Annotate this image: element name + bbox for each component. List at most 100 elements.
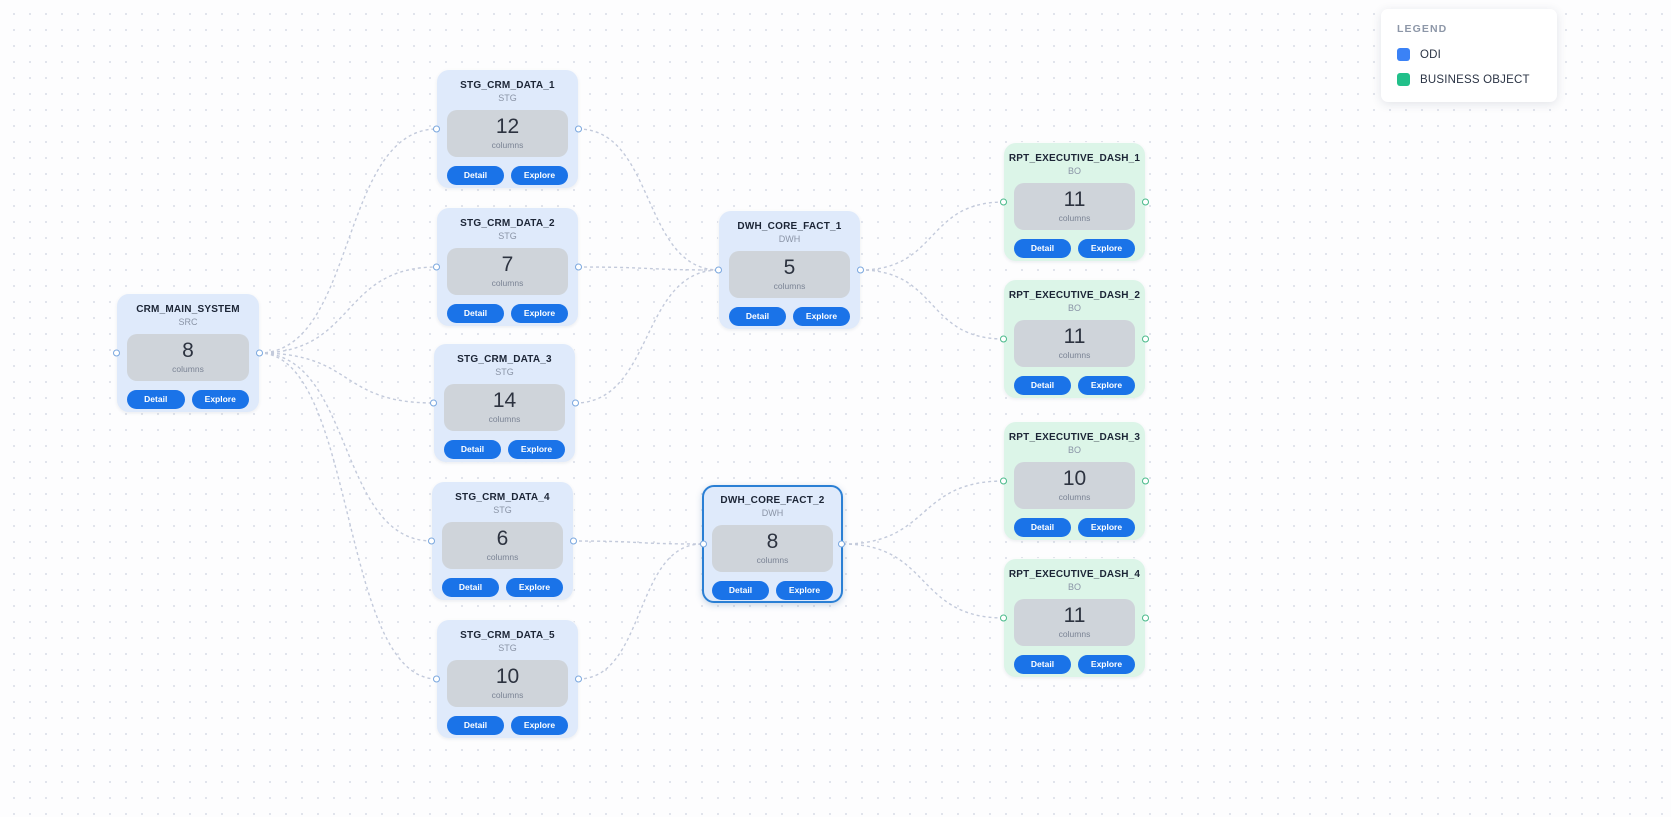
edge-stg-crm-data-5-to-dwh-core-fact-2: [577, 543, 703, 680]
edge-stg-crm-data-2-to-dwh-core-fact-1: [577, 266, 720, 271]
explore-button[interactable]: Explore: [511, 304, 568, 324]
node-input-handle[interactable]: [433, 263, 440, 271]
column-count-value: 10: [495, 665, 520, 688]
explore-button[interactable]: Explore: [1078, 518, 1135, 538]
node-output-handle[interactable]: [572, 399, 579, 407]
column-count-label: columns: [486, 552, 519, 563]
legend-item-label: ODI: [1420, 48, 1442, 61]
node-input-handle[interactable]: [700, 540, 707, 548]
node-input-handle[interactable]: [1000, 614, 1007, 622]
column-count-value: 8: [766, 530, 779, 553]
column-count-label: columns: [491, 278, 524, 289]
legend-item-label: BUSINESS OBJECT: [1420, 73, 1530, 86]
node-type-label: STG: [498, 231, 517, 241]
detail-button[interactable]: Detail: [127, 390, 185, 410]
edge-dwh-core-fact-2-to-rpt-executive-dash-4: [842, 543, 1005, 619]
edge-dwh-core-fact-2-to-rpt-executive-dash-3: [842, 480, 1005, 545]
explore-button[interactable]: Explore: [508, 440, 565, 460]
explore-button[interactable]: Explore: [511, 716, 568, 736]
node-title: DWH_CORE_FACT_2: [720, 495, 825, 506]
detail-button[interactable]: Detail: [1014, 655, 1071, 675]
detail-button[interactable]: Detail: [447, 716, 504, 736]
edge-crm-main-system-to-stg-crm-data-1: [258, 128, 438, 354]
column-count-label: columns: [1058, 492, 1091, 503]
node-title: STG_CRM_DATA_3: [457, 354, 552, 365]
node-output-handle[interactable]: [256, 349, 263, 357]
node-output-handle[interactable]: [857, 266, 864, 274]
detail-button[interactable]: Detail: [447, 304, 504, 324]
node-input-handle[interactable]: [1000, 335, 1007, 343]
detail-button[interactable]: Detail: [729, 307, 786, 327]
detail-button[interactable]: Detail: [444, 440, 501, 460]
node-output-handle[interactable]: [838, 540, 845, 548]
explore-button[interactable]: Explore: [793, 307, 850, 327]
node-output-handle[interactable]: [575, 263, 582, 271]
column-count-label: columns: [1058, 629, 1091, 640]
node-actions: Detail Explore: [127, 390, 249, 410]
node-input-handle[interactable]: [1000, 198, 1007, 206]
node-input-handle[interactable]: [433, 125, 440, 133]
node-input-handle[interactable]: [433, 675, 440, 683]
explore-button[interactable]: Explore: [511, 166, 568, 186]
node-title: STG_CRM_DATA_1: [460, 80, 555, 91]
node-output-handle[interactable]: [575, 675, 582, 683]
explore-button[interactable]: Explore: [1078, 655, 1135, 675]
node-input-handle[interactable]: [715, 266, 722, 274]
node-title: RPT_EXECUTIVE_DASH_1: [1008, 153, 1141, 164]
node-actions: Detail Explore: [447, 166, 568, 186]
node-actions: Detail Explore: [712, 581, 833, 601]
legend-swatch-icon: [1397, 73, 1410, 86]
node-title: STG_CRM_DATA_5: [460, 630, 555, 641]
explore-button[interactable]: Explore: [776, 581, 833, 601]
node-input-handle[interactable]: [1000, 477, 1007, 485]
detail-button[interactable]: Detail: [1014, 376, 1071, 396]
explore-button[interactable]: Explore: [1078, 376, 1135, 396]
node-actions: Detail Explore: [442, 578, 563, 598]
node-input-handle[interactable]: [428, 537, 435, 545]
column-count-value: 12: [495, 115, 520, 138]
node-output-handle[interactable]: [1142, 198, 1149, 206]
node-title: STG_CRM_DATA_2: [460, 218, 555, 229]
node-input-handle[interactable]: [113, 349, 120, 357]
node-input-handle[interactable]: [430, 399, 437, 407]
detail-button[interactable]: Detail: [712, 581, 769, 601]
edge-crm-main-system-to-stg-crm-data-3: [258, 352, 435, 404]
node-output-handle[interactable]: [1142, 614, 1149, 622]
detail-button[interactable]: Detail: [1014, 518, 1071, 538]
explore-button[interactable]: Explore: [1078, 239, 1135, 259]
node-output-handle[interactable]: [570, 537, 577, 545]
node-actions: Detail Explore: [1014, 518, 1135, 538]
column-count-value: 11: [1063, 325, 1086, 348]
node-title: STG_CRM_DATA_4: [455, 492, 550, 503]
edge-stg-crm-data-1-to-dwh-core-fact-1: [577, 128, 720, 271]
node-type-label: STG: [498, 643, 517, 653]
detail-button[interactable]: Detail: [442, 578, 499, 598]
node-output-handle[interactable]: [1142, 477, 1149, 485]
explore-button[interactable]: Explore: [191, 390, 249, 410]
column-count-value: 10: [1062, 467, 1087, 490]
node-type-label: BO: [1067, 582, 1081, 592]
node-output-handle[interactable]: [575, 125, 582, 133]
node-type-label: DWH: [761, 508, 784, 518]
detail-button[interactable]: Detail: [447, 166, 504, 186]
node-output-handle[interactable]: [1142, 335, 1149, 343]
detail-button[interactable]: Detail: [1014, 239, 1071, 259]
explore-button[interactable]: Explore: [506, 578, 563, 598]
